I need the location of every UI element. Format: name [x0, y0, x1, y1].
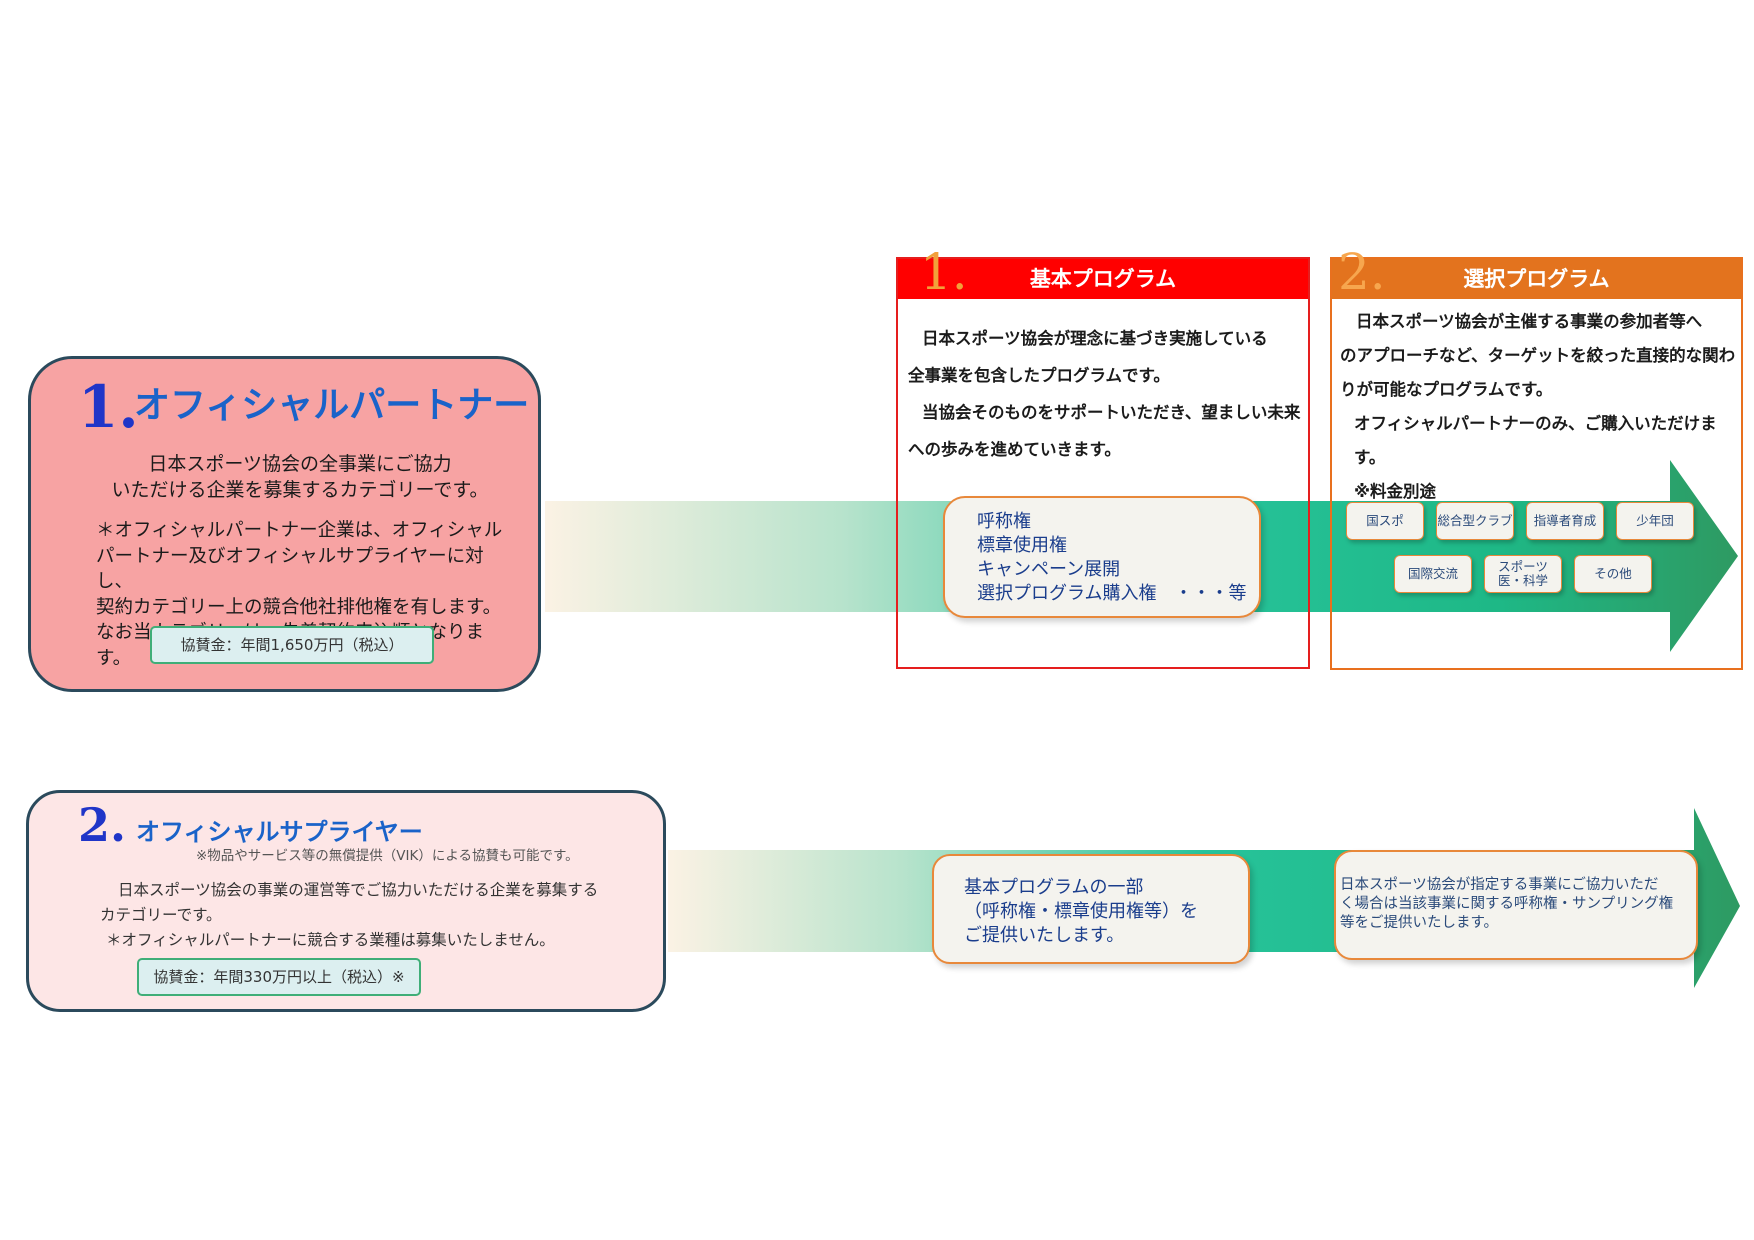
rights-item: キャンペーン展開	[977, 559, 1121, 580]
partner-fee-badge: 協賛金：年間1,650万円（税込）	[150, 626, 434, 664]
select-program-text: 日本スポーツ協会が主催する事業の参加者等へ のアプローチなど、ターゲットを絞った…	[1340, 312, 1736, 501]
partner-number: 1.	[78, 373, 139, 441]
basic-program-header	[896, 257, 1310, 299]
select-program-number: 2.	[1338, 243, 1386, 301]
rights-item: 呼称権	[977, 511, 1031, 532]
supplier-basic-part-box: 基本プログラムの一部 （呼称権・標章使用権等）を ご提供いたします。	[932, 854, 1250, 964]
chip-shidosha-ikusei: 指導者育成	[1526, 502, 1604, 540]
basic-program-rights-box: 呼称権 標章使用権 キャンペーン展開 選択プログラム購入権 ・・・等	[943, 496, 1261, 618]
partner-description: 日本スポーツ協会の全事業にご協力 いただける企業を募集するカテゴリーです。	[111, 453, 489, 501]
partner-notes: ＊オフィシャルパートナー企業は、オフィシャル パートナー及びオフィシャルサプライ…	[96, 520, 503, 669]
rights-item: 選択プログラム購入権 ・・・等	[977, 583, 1247, 604]
supplier-vik-note: ※物品やサービス等の無償提供（VIK）による協賛も可能です。	[196, 848, 579, 864]
chip-kokusai-koryu: 国際交流	[1394, 555, 1472, 593]
chip-sogogata-club: 総合型クラブ	[1436, 502, 1514, 540]
select-program-title: 選択プログラム	[1463, 267, 1610, 291]
basic-program-box	[896, 257, 1310, 669]
select-program-box	[1330, 257, 1743, 670]
supplier-event-part-box: 日本スポーツ協会が指定する事業にご協力いただ く場合は当該事業に関する呼称権・サ…	[1334, 850, 1698, 960]
basic-program-text: 日本スポーツ協会が理念に基づき実施している 全事業を包含したプログラムです。 当…	[908, 329, 1301, 459]
chip-sonota: その他	[1574, 555, 1652, 593]
supplier-title: オフィシャルサプライヤー	[136, 818, 423, 846]
supplier-description: 日本スポーツ協会の事業の運営等でご協力いただける企業を募集する カテゴリーです。…	[100, 881, 599, 950]
basic-program-number: 1.	[920, 243, 968, 301]
supplier-fee-badge: 協賛金：年間330万円以上（税込）※	[137, 958, 421, 996]
rights-item: 標章使用権	[977, 535, 1067, 556]
basic-program-title: 基本プログラム	[1029, 267, 1177, 291]
partner-title: オフィシャルパートナー	[134, 385, 530, 426]
chip-shonendan: 少年団	[1616, 502, 1694, 540]
supplier-number: 2.	[78, 798, 127, 852]
select-program-header	[1330, 257, 1743, 299]
chip-kokuspo: 国スポ	[1346, 502, 1424, 540]
chip-sports-medicine: スポーツ 医・科学	[1484, 555, 1562, 593]
